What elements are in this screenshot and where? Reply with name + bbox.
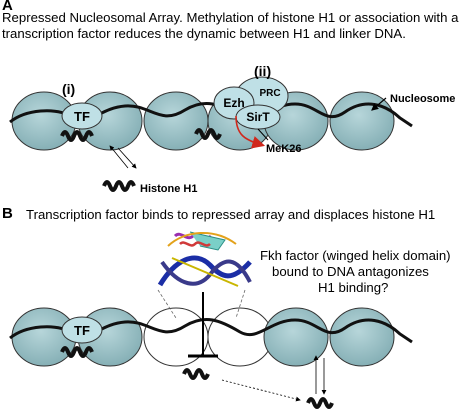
- panel-a-caption-line2: transcription factor reduces the dynamic…: [2, 26, 406, 41]
- protein-helix: [179, 241, 211, 247]
- displacement-arrow: [221, 379, 301, 402]
- nucleosome-pointer: [371, 97, 387, 111]
- fkh-caption-line3: H1 binding?: [318, 280, 389, 295]
- dna-helix-strand: [160, 259, 252, 286]
- nucleosome: [329, 91, 395, 151]
- dna-helix-strand: [171, 257, 239, 287]
- nucleosome: [143, 91, 209, 151]
- ezh-label: Ezh: [223, 96, 244, 110]
- bound-histone-h1: [194, 128, 222, 140]
- label-i: (i): [62, 81, 75, 97]
- dna-helix-strand: [157, 255, 252, 287]
- fkh-structure: [157, 231, 252, 287]
- zoom-line-left: [157, 289, 177, 319]
- protein-sheet: [189, 231, 226, 251]
- panel-a-letter: A: [2, 0, 13, 14]
- panel-b-caption: Transcription factor binds to repressed …: [26, 207, 436, 222]
- displaced-histone-h1: [182, 368, 210, 380]
- histone-h1-label: Histone H1: [140, 183, 197, 195]
- mek26-label: MeK26: [266, 143, 301, 155]
- tf-label: TF: [74, 109, 90, 124]
- tf-ellipse: [61, 316, 103, 344]
- prc-label: PRC: [259, 88, 280, 99]
- sirt-label: SirT: [246, 110, 270, 124]
- free-histone-h1: [306, 397, 334, 409]
- nucleosome: [329, 307, 395, 367]
- free-histone-h1: [102, 180, 136, 192]
- nucleosome: [263, 307, 329, 367]
- bound-histone-h1: [60, 130, 94, 142]
- label-ii: (ii): [254, 63, 271, 79]
- tf-label: TF: [74, 323, 90, 338]
- h1-exchange-arrow-up: [109, 145, 129, 169]
- tf-ellipse: [61, 102, 103, 130]
- panel-a-caption-line1: Repressed Nucleosomal Array. Methylation…: [2, 10, 459, 25]
- h1-exchange-arrow-down: [117, 147, 137, 169]
- panel-b-array: TF: [9, 231, 413, 409]
- fkh-caption-line1: Fkh factor (winged helix domain): [260, 248, 451, 263]
- fkh-caption-line2: bound to DNA antagonizes: [272, 264, 429, 279]
- sirt-pointer: [257, 128, 269, 141]
- bound-histone-h1: [60, 346, 94, 358]
- panel-a-array: TF Ezh PRC SirT MeK26 (i) (ii) Nucleosom…: [9, 63, 455, 195]
- nucleosome-label: Nucleosome: [390, 93, 455, 105]
- panel-b-letter: B: [2, 205, 13, 222]
- methylation-arrow: [235, 115, 266, 149]
- protein-loop: [167, 231, 237, 247]
